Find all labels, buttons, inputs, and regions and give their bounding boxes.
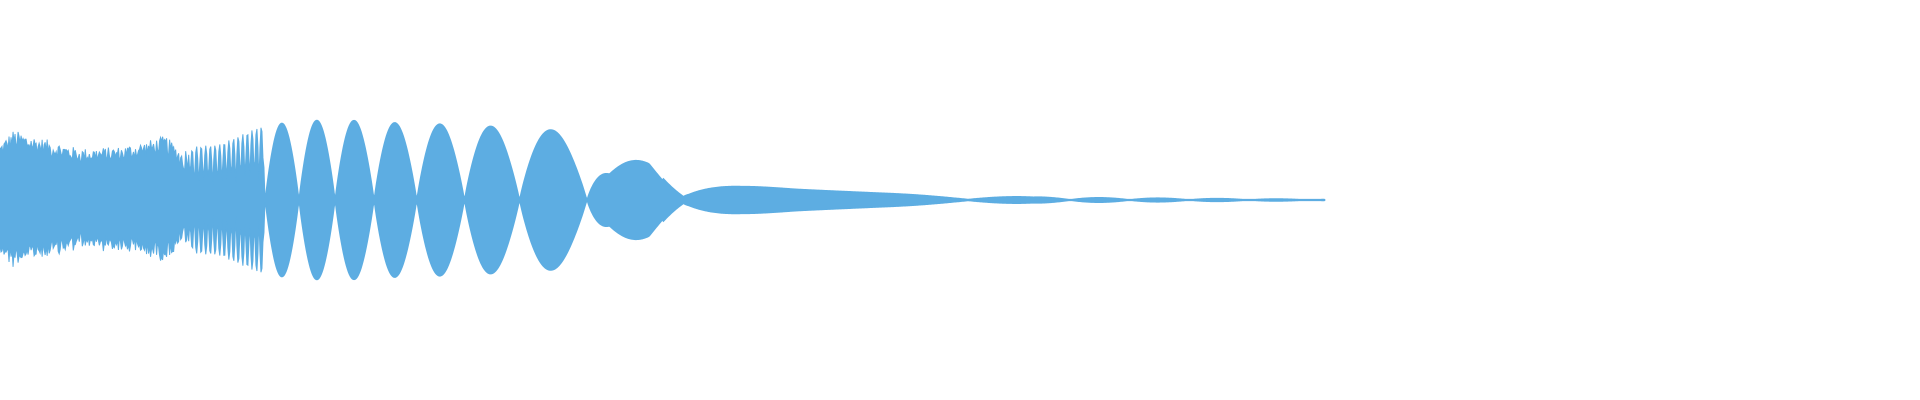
waveform-shape [0, 119, 1326, 281]
